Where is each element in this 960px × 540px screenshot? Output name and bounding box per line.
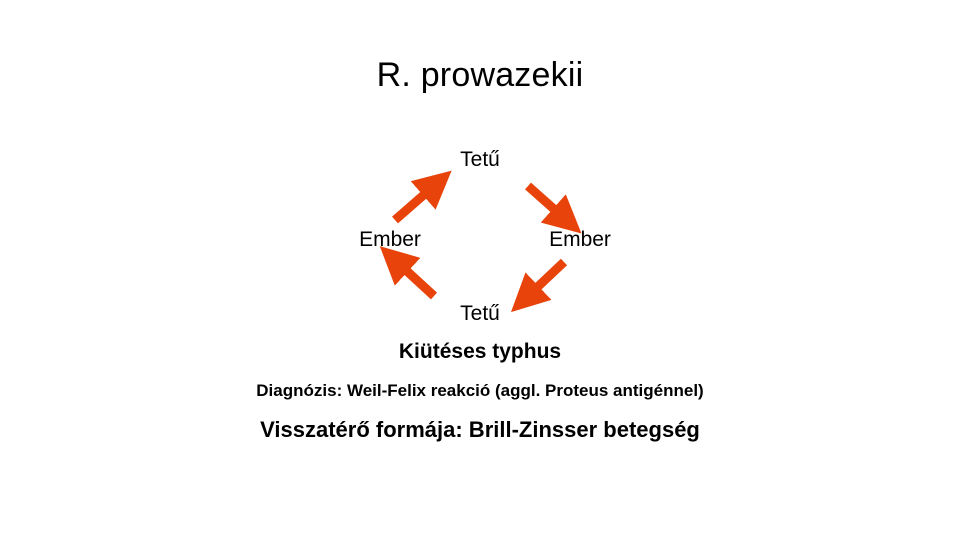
recurrent-form-caption: Visszatérő formája: Brill-Zinsser betegs…	[260, 417, 700, 442]
page-title: R. prowazekii	[376, 56, 584, 94]
disease-name-caption: Kiütéses typhus	[398, 340, 562, 363]
diagnosis-caption: Diagnózis: Weil-Felix reakció (aggl. Pro…	[256, 381, 704, 400]
cycle-node-bottom: Tetű	[460, 302, 500, 325]
cycle-node-left: Ember	[359, 228, 421, 251]
cycle-node-right: Ember	[549, 228, 611, 251]
arrow-bottom-right-to-bottom	[510, 258, 568, 313]
cycle-arrows	[379, 170, 582, 313]
transmission-cycle-diagram: Tetű Ember Ember Tetű	[280, 140, 680, 340]
arrow-bottom-left-to-top	[392, 170, 452, 224]
cycle-node-top: Tetű	[460, 148, 500, 171]
arrow-top-to-bottom-right	[525, 182, 582, 234]
arrow-bottom-to-left	[379, 246, 438, 300]
